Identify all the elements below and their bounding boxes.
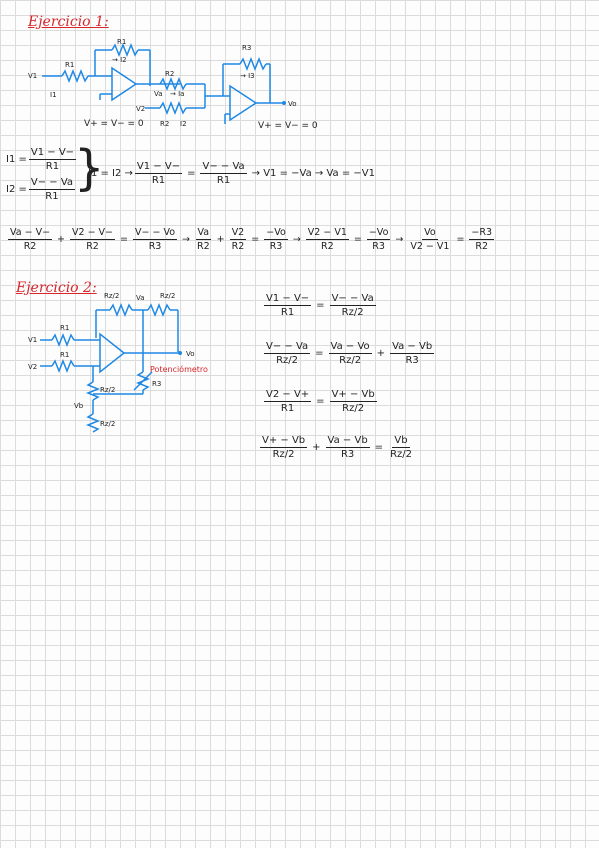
c2-rz2c-label: Rz/2 — [100, 386, 115, 394]
c2-rz2a-label: Rz/2 — [104, 292, 119, 300]
c1-i3-label: → I3 — [240, 72, 255, 80]
equation-brace: } — [74, 140, 105, 196]
c1-r2-bottom-label: R2 — [160, 120, 169, 128]
c1-i2-bottom-label: I2 — [180, 120, 187, 128]
c2-r3-label: R3 — [152, 380, 161, 388]
c1-v1-label: V1 — [28, 72, 37, 80]
c1-r1-top-label: R1 — [117, 38, 126, 46]
c2-r1b-label: R1 — [60, 351, 69, 359]
c2-rz2d-label: Rz/2 — [100, 420, 115, 428]
exercise-2-title: Ejercicio 2: — [16, 280, 97, 296]
c2-rz2b-label: Rz/2 — [160, 292, 175, 300]
c1-cond1-label: V+ = V− = 0 — [84, 119, 144, 129]
c2-v2-label: V2 — [28, 363, 37, 371]
c2-va-label: Va — [136, 294, 145, 302]
c2-vo-label: Vo — [186, 350, 195, 358]
c1-ia-label: → Ia — [170, 90, 184, 98]
c2-pot-label: Potenciómetro — [150, 364, 208, 374]
eq-i1: I1 = V1 − V−R1 — [6, 147, 77, 172]
c2-r1a-label: R1 — [60, 324, 69, 332]
c1-r3-label: R3 — [242, 44, 251, 52]
c1-r1-in-label: R1 — [65, 61, 74, 69]
c1-v2-label: V2 — [136, 105, 145, 113]
circuit-1-diagram: R1 → I2 R1 V1 I1 Va → Ia R2 V2 R2 I2 R3 … — [28, 38, 318, 131]
c1-cond2-label: V+ = V− = 0 — [258, 121, 318, 131]
c1-r2-label: R2 — [165, 70, 174, 78]
c2-vb-label: Vb — [74, 402, 84, 410]
c2-v1-label: V1 — [28, 336, 37, 344]
c1-i1-label: I1 — [50, 91, 57, 99]
circuit-2-diagram: Rz/2 Va Rz/2 V1 R1 V2 R1 Vo Potenciómetr… — [28, 292, 208, 433]
c1-va-label: Va — [154, 90, 163, 98]
exercise-1-title: Ejercicio 1: — [28, 14, 109, 30]
c1-vo-label: Vo — [288, 100, 297, 108]
c1-i2-label: → I2 — [112, 56, 127, 64]
